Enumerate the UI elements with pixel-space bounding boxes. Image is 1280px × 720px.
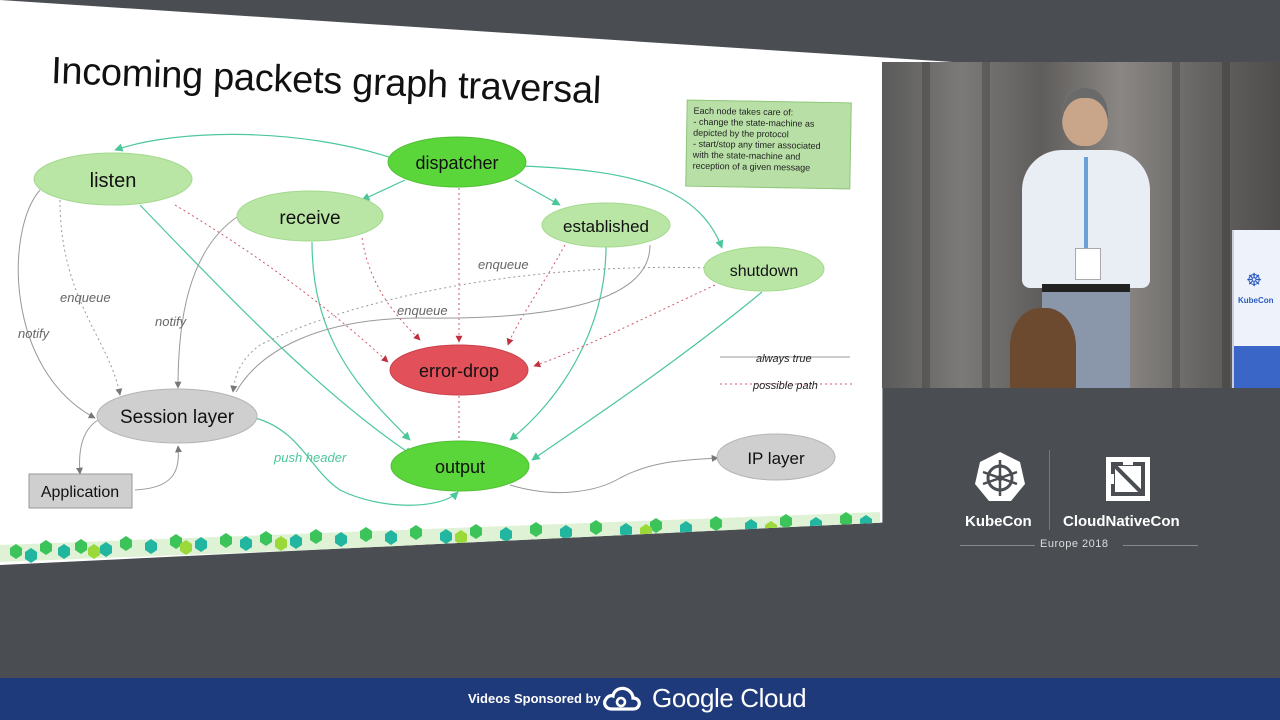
speaker-lanyard <box>1084 157 1088 257</box>
edge-session-output <box>254 417 459 506</box>
logo-divider <box>1049 450 1050 530</box>
edge-label-enqueue: enqueue <box>397 303 448 318</box>
edge-shutdown-errordrop <box>533 284 716 368</box>
conference-logos: KubeCon CloudNativeCon Europe 2018 <box>955 440 1205 560</box>
kubecon-label: KubeCon <box>965 513 1032 530</box>
legend-possible-path: possible path <box>752 380 818 392</box>
always-true-edges <box>114 133 763 506</box>
presentation-slide: Incoming packets graph traversal Each no… <box>0 0 955 565</box>
edge-label-notify: notify <box>155 314 188 329</box>
node-established-label: established <box>563 217 649 236</box>
node-output-label: output <box>435 457 485 477</box>
audience-member-head <box>1010 308 1076 388</box>
edge-established-errordrop <box>506 244 566 346</box>
edge-dispatcher-established <box>514 179 561 206</box>
edge-dispatcher-shutdown <box>519 165 724 249</box>
edge-established-output <box>509 245 607 441</box>
edge-receive-output <box>311 241 411 441</box>
divider-line-left <box>960 545 1035 546</box>
layer-edges <box>17 189 719 494</box>
divider-line-right <box>1123 545 1198 546</box>
node-receive: receive <box>236 190 384 242</box>
edge-listen-session-notify <box>17 189 96 419</box>
edge-label-enqueue: enqueue <box>60 290 111 305</box>
edge-output-iplayer <box>509 454 719 494</box>
cloudnativecon-logo-icon <box>1106 457 1150 501</box>
speaker-belt <box>1042 284 1130 292</box>
edge-established-session-enqueue <box>230 266 711 393</box>
node-output: output <box>390 440 530 492</box>
curtain-fold <box>982 62 990 388</box>
edge-established-session-enqueue2 <box>235 244 651 393</box>
node-application-label: Application <box>41 484 119 501</box>
node-session-layer: Session layer <box>96 388 258 444</box>
event-edition-label: Europe 2018 <box>1040 538 1109 550</box>
hexagon-decoration <box>0 512 880 563</box>
node-ip-layer-label: IP layer <box>747 449 805 468</box>
speaker-badge <box>1075 248 1101 280</box>
node-application: Application <box>28 473 133 509</box>
traversal-graph: dispatcher listen receive established sh… <box>0 133 880 563</box>
edge-dispatcher-listen <box>114 133 393 159</box>
speaker-head <box>1062 88 1108 146</box>
kubecon-logo-icon <box>975 452 1025 501</box>
curtain-fold <box>1222 62 1230 388</box>
node-error-drop: error-drop <box>389 344 529 396</box>
event-banner: ☸ KubeCon <box>1232 230 1280 388</box>
google-cloud-wordmark: Google Cloud <box>652 683 807 713</box>
edge-listen-errordrop <box>174 204 389 363</box>
curtain-fold <box>1172 62 1180 388</box>
edge-shutdown-output <box>531 291 763 461</box>
node-shutdown: shutdown <box>703 246 825 292</box>
edge-receive-errordrop <box>361 237 421 341</box>
sponsor-bar: Videos Sponsored by Google Cloud <box>0 678 1280 720</box>
node-listen-label: listen <box>90 170 137 192</box>
cloudnativecon-label: CloudNativeCon <box>1063 513 1180 530</box>
edge-dispatcher-receive <box>361 179 406 201</box>
edge-listen-output <box>139 204 413 456</box>
edge-listen-session-enqueue <box>59 199 123 396</box>
node-shutdown-label: shutdown <box>730 263 799 280</box>
edge-label-enqueue: enqueue <box>478 257 529 272</box>
google-cloud-icon <box>603 686 641 711</box>
banner-wave-graphic <box>1234 346 1280 388</box>
node-session-layer-label: Session layer <box>120 407 235 428</box>
node-ip-layer: IP layer <box>716 433 836 481</box>
edge-label-notify: notify <box>18 326 51 341</box>
edge-receive-session-notify <box>174 214 241 389</box>
node-listen: listen <box>33 152 193 206</box>
speaker-video: ☸ KubeCon <box>882 62 1280 388</box>
legend-always-true: always true <box>756 353 812 365</box>
banner-label: KubeCon <box>1238 296 1274 305</box>
kubernetes-wheel-icon: ☸ <box>1246 270 1263 290</box>
node-error-drop-label: error-drop <box>419 361 499 381</box>
node-dispatcher-label: dispatcher <box>415 153 498 173</box>
sponsor-prefix: Videos Sponsored by <box>468 691 601 706</box>
node-dispatcher: dispatcher <box>387 136 527 188</box>
curtain-fold <box>922 62 930 388</box>
edge-application-session <box>134 445 183 491</box>
possible-path-edges <box>174 188 716 440</box>
edge-label-push-header: push header <box>273 450 347 465</box>
node-established: established <box>541 202 671 248</box>
node-receive-label: receive <box>279 208 340 229</box>
edge-session-application <box>75 419 99 475</box>
legend: always true possible path <box>720 353 855 392</box>
